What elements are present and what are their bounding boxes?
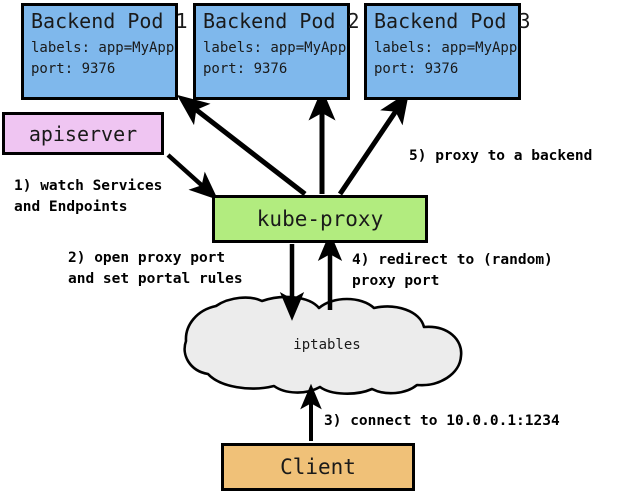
backend-pod-1-port: port: 9376 xyxy=(31,61,116,77)
client-label: Client xyxy=(280,454,356,479)
kube-proxy-box[interactable]: kube-proxy xyxy=(212,195,428,243)
arrow-kubeproxy-to-pod-1 xyxy=(176,94,307,196)
arrow-kubeproxy-to-pod-3 xyxy=(337,91,410,196)
backend-pod-1-box[interactable]: Backend Pod 1 labels: app=MyApp port: 93… xyxy=(21,3,188,100)
step-1-label: 1) watch Services and Endpoints xyxy=(14,178,163,215)
apiserver-box[interactable]: apiserver xyxy=(2,112,164,155)
backend-pod-3-port: port: 9376 xyxy=(374,61,459,77)
backend-pod-3-box[interactable]: Backend Pod 3 labels: app=MyApp port: 93… xyxy=(364,3,531,100)
backend-pod-2-box[interactable]: Backend Pod 2 labels: app=MyApp port: 93… xyxy=(193,3,360,100)
step-3-label: 3) connect to 10.0.0.1:1234 xyxy=(324,413,560,429)
backend-pod-3-title: Backend Pod 3 xyxy=(374,9,531,33)
backend-pod-2-port: port: 9376 xyxy=(203,61,288,77)
backend-pod-3-labels: labels: app=MyApp xyxy=(374,40,518,56)
kube-proxy-label: kube-proxy xyxy=(256,206,384,231)
backend-pod-1-title: Backend Pod 1 xyxy=(31,9,188,33)
step-2-label: 2) open proxy port and set portal rules xyxy=(68,250,243,287)
step-5-label: 5) proxy to a backend xyxy=(409,148,593,164)
backend-pod-2-labels: labels: app=MyApp xyxy=(203,40,347,56)
step-4-label: 4) redirect to (random) proxy port xyxy=(352,252,553,289)
apiserver-label: apiserver xyxy=(28,121,138,146)
iptables-cloud xyxy=(183,295,463,395)
backend-pod-2-title: Backend Pod 2 xyxy=(203,9,360,33)
arrow-apiserver-to-kubeproxy xyxy=(166,153,219,200)
client-box[interactable]: Client xyxy=(221,443,415,491)
iptables-label: iptables xyxy=(293,337,361,353)
backend-pod-1-labels: labels: app=MyApp xyxy=(31,40,175,56)
